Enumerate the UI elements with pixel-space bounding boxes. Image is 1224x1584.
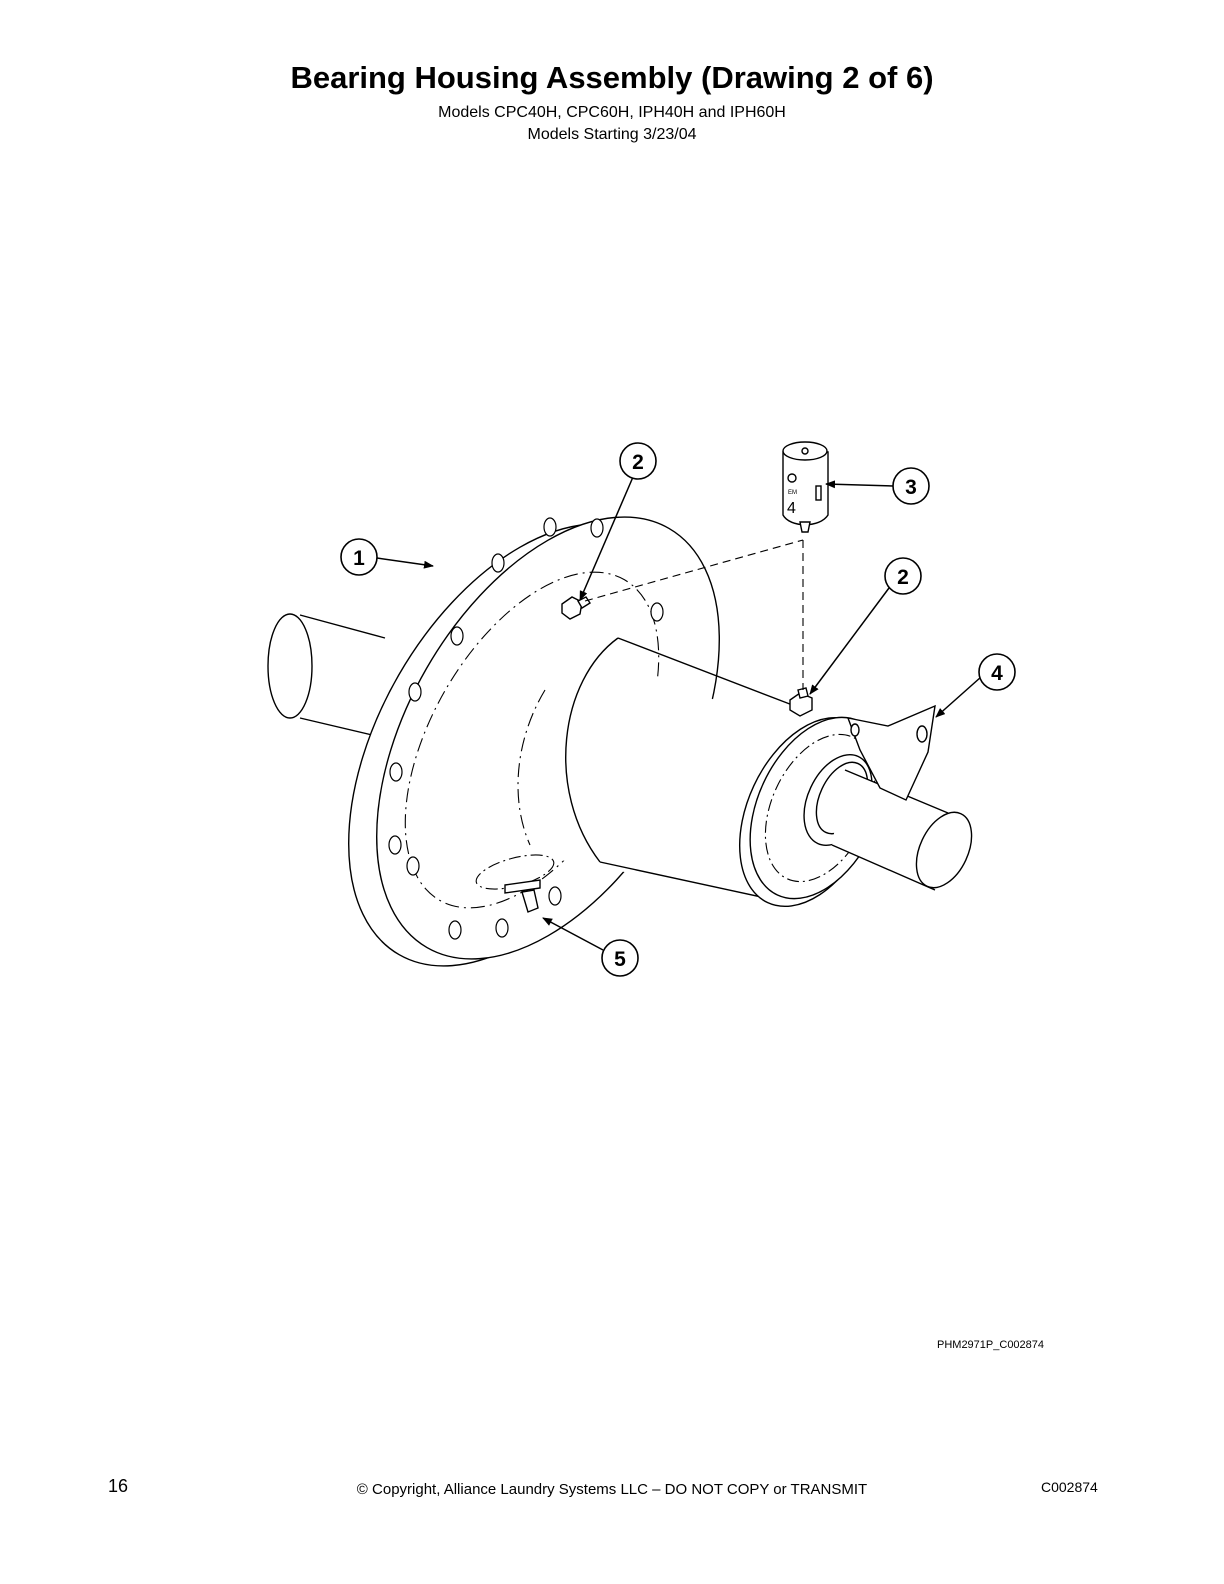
drain-fitting (504, 879, 541, 913)
lubricator-marking-digit: 4 (787, 500, 796, 517)
callout-4: 4 (978, 653, 1016, 691)
callout-5: 5 (601, 939, 639, 977)
callouts: 1 2 3 2 4 5 (340, 442, 1016, 977)
document-code: C002874 (1041, 1479, 1098, 1495)
auto-lubricator (782, 441, 829, 533)
drawing-id: PHM2971P_C002874 (937, 1339, 1045, 1351)
grease-fitting-lower (789, 687, 813, 717)
lubricator-marking-top: EM (788, 490, 797, 496)
models-subtitle: Models CPC40H, CPC60H, IPH40H and IPH60H (438, 104, 786, 121)
page-number: 16 (108, 1476, 129, 1496)
callout-3: 3 (892, 467, 930, 505)
installation-lines (584, 539, 804, 690)
conical-body (475, 637, 796, 901)
svg-text:2: 2 (897, 566, 909, 589)
bolt-holes (388, 517, 664, 940)
copyright-notice: © Copyright, Alliance Laundry Systems LL… (356, 1481, 868, 1498)
svg-text:3: 3 (905, 476, 917, 499)
models-start-subtitle: Models Starting 3/23/04 (527, 126, 697, 143)
svg-text:4: 4 (991, 662, 1003, 685)
callout-2-lower: 2 (884, 557, 922, 595)
mounting-bracket (846, 704, 936, 801)
svg-text:5: 5 (614, 948, 626, 971)
callout-2-upper: 2 (619, 442, 657, 480)
svg-text:1: 1 (353, 547, 365, 570)
page-title: Bearing Housing Assembly (Drawing 2 of 6… (290, 60, 934, 95)
leader-lines (376, 476, 982, 951)
svg-text:2: 2 (632, 451, 644, 474)
callout-1: 1 (340, 538, 378, 576)
right-shaft (831, 769, 973, 891)
left-shaft (267, 613, 386, 739)
